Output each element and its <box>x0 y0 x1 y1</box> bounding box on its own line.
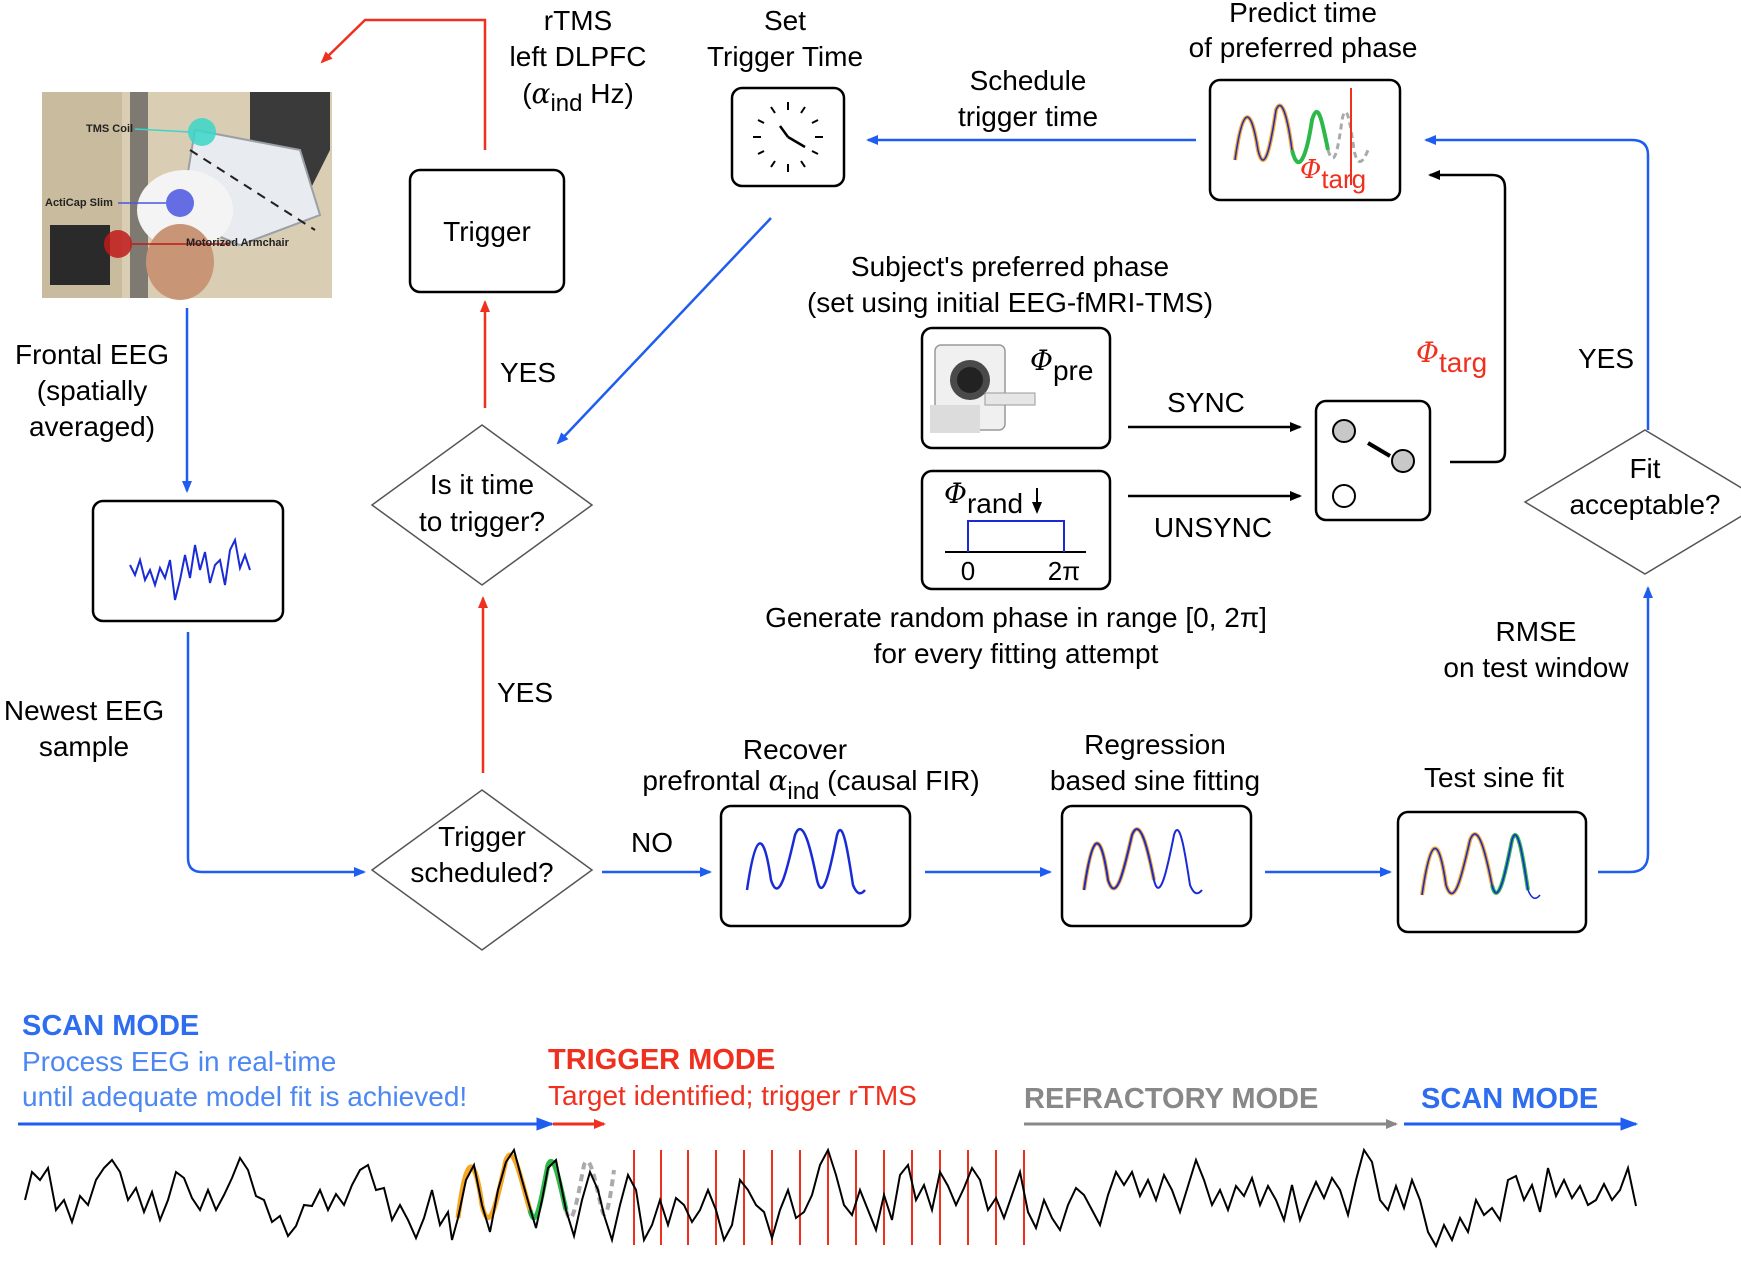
trigger-mode-block: TRIGGER MODE Target identified; trigger … <box>548 1044 917 1129</box>
svg-text:Newest EEG: Newest EEG <box>4 695 164 726</box>
range-tick-2pi: 2π <box>1048 556 1080 586</box>
svg-text:REFRACTORY MODE: REFRACTORY MODE <box>1024 1083 1318 1115</box>
svg-text:averaged): averaged) <box>29 411 155 442</box>
newest-sample-label: Newest EEG sample <box>4 695 164 762</box>
svg-text:SCAN MODE: SCAN MODE <box>22 1010 199 1042</box>
svg-text:Recover: Recover <box>743 734 847 765</box>
tms-setup-photo: TMS Coil ActiCap Slim Motorized Armchair <box>42 92 332 300</box>
yes-label-right: YES <box>1578 343 1634 374</box>
svg-text:on test window: on test window <box>1443 652 1629 683</box>
fir-box <box>719 804 912 928</box>
scan-mode-block-2: SCAN MODE <box>1404 1083 1639 1131</box>
arrow-sample-to-scheduled <box>186 632 366 877</box>
svg-text:RMSE: RMSE <box>1496 616 1577 647</box>
schedule-label: Schedule trigger time <box>958 65 1098 132</box>
svg-text:to trigger?: to trigger? <box>419 506 545 537</box>
phi-targ-label: Φtarg <box>1416 336 1487 378</box>
arrow-test-to-fit <box>1598 586 1653 874</box>
svg-text:(set using initial EEG-fMRI-TM: (set using initial EEG-fMRI-TMS) <box>807 287 1213 318</box>
phi-rand: Φrand <box>944 477 1023 519</box>
svg-text:until adequate model fit is ac: until adequate model fit is achieved! <box>22 1081 467 1112</box>
svg-text:rTMS: rTMS <box>544 5 612 36</box>
decision-fit-acceptable: Fit acceptable? <box>1523 429 1741 575</box>
svg-text:Fit: Fit <box>1629 453 1660 484</box>
svg-text:Subject's preferred phase: Subject's preferred phase <box>851 251 1169 282</box>
clock-box <box>730 86 846 188</box>
svg-text:Regression: Regression <box>1084 729 1226 760</box>
phi-targ-in-box: Φtarg <box>1300 155 1366 194</box>
recover-label: Recover prefrontal αind (causal FIR) <box>642 734 979 805</box>
svg-text:(αind Hz): (αind Hz) <box>522 77 634 117</box>
svg-text:based sine fitting: based sine fitting <box>1050 765 1260 796</box>
svg-text:sample: sample <box>39 731 129 762</box>
sync-label: SYNC <box>1167 387 1245 418</box>
frontal-eeg-label: Frontal EEG (spatially averaged) <box>15 339 169 442</box>
random-phase-box: Φrand 0 2π <box>920 469 1112 591</box>
preferred-phase-label: Subject's preferred phase (set using ini… <box>807 251 1213 318</box>
svg-text:Process EEG in real-time: Process EEG in real-time <box>22 1046 336 1077</box>
svg-text:acceptable?: acceptable? <box>1569 489 1720 520</box>
svg-text:Predict time: Predict time <box>1229 0 1377 28</box>
set-trigger-label: Set Trigger Time <box>707 5 863 72</box>
preferred-phase-box: Φpre <box>920 326 1112 450</box>
acticap-label: ActiCap Slim <box>45 197 113 209</box>
arrow-trigger-to-photo <box>320 18 487 150</box>
decision-trigger-scheduled: Trigger scheduled? <box>370 789 594 951</box>
arrow-fit-to-predict <box>1424 135 1650 430</box>
svg-text:trigger time: trigger time <box>958 101 1098 132</box>
rmse-label: RMSE on test window <box>1443 616 1629 683</box>
yes-label-mid: YES <box>497 677 553 708</box>
svg-text:Is it time: Is it time <box>430 469 534 500</box>
svg-text:Trigger Time: Trigger Time <box>707 41 863 72</box>
trigger-pulses <box>633 1150 1025 1245</box>
unsync-label: UNSYNC <box>1154 512 1272 543</box>
range-tick-0: 0 <box>961 556 975 586</box>
sync-switch-box <box>1314 399 1432 522</box>
phi-pre: Φpre <box>1030 344 1093 386</box>
scan-mode-block: SCAN MODE Process EEG in real-time until… <box>18 1010 555 1131</box>
svg-text:SCAN MODE: SCAN MODE <box>1421 1083 1598 1115</box>
test-fit-label: Test sine fit <box>1424 762 1564 793</box>
svg-text:of preferred phase: of preferred phase <box>1189 32 1418 63</box>
mri-scanner-icon <box>930 344 1036 433</box>
trigger-box: Trigger <box>408 168 566 294</box>
test-fit-box <box>1396 810 1588 934</box>
svg-text:Schedule: Schedule <box>970 65 1087 96</box>
predict-box: Φtarg <box>1208 78 1402 202</box>
svg-text:Target identified; trigger rTM: Target identified; trigger rTMS <box>548 1080 917 1111</box>
eeg-timeline-trace <box>24 1147 1637 1249</box>
regression-box <box>1060 804 1253 928</box>
svg-text:left DLPFC: left DLPFC <box>510 41 647 72</box>
svg-text:Generate random phase in range: Generate random phase in range [0, 2π] <box>765 602 1267 633</box>
rtms-label: rTMS left DLPFC (αind Hz) <box>510 5 647 117</box>
svg-text:(spatially: (spatially <box>37 375 147 406</box>
arrow-clock-to-time-decision <box>556 217 772 445</box>
arrow-switch-to-predict <box>1428 170 1507 464</box>
yes-label-top: YES <box>500 357 556 388</box>
regression-label: Regression based sine fitting <box>1050 729 1260 796</box>
svg-text:TRIGGER MODE: TRIGGER MODE <box>548 1044 775 1076</box>
clock-icon <box>753 102 823 172</box>
svg-text:Trigger: Trigger <box>438 821 526 852</box>
decision-time-to-trigger: Is it time to trigger? <box>370 424 594 586</box>
tms-coil-label: TMS Coil <box>86 123 133 135</box>
svg-text:scheduled?: scheduled? <box>410 857 553 888</box>
refractory-mode-block: REFRACTORY MODE <box>1024 1083 1398 1129</box>
armchair-label: Motorized Armchair <box>186 237 290 249</box>
svg-text:for every fitting attempt: for every fitting attempt <box>874 638 1159 669</box>
svg-text:Set: Set <box>764 5 806 36</box>
predict-label: Predict time of preferred phase <box>1189 0 1418 63</box>
no-label: NO <box>631 827 673 858</box>
svg-text:prefrontal αind (causal FIR): prefrontal αind (causal FIR) <box>642 764 979 805</box>
random-phase-label: Generate random phase in range [0, 2π] f… <box>765 602 1267 669</box>
svg-text:Trigger: Trigger <box>443 216 531 247</box>
eeg-sample-box <box>91 499 285 623</box>
svg-text:Frontal EEG: Frontal EEG <box>15 339 169 370</box>
